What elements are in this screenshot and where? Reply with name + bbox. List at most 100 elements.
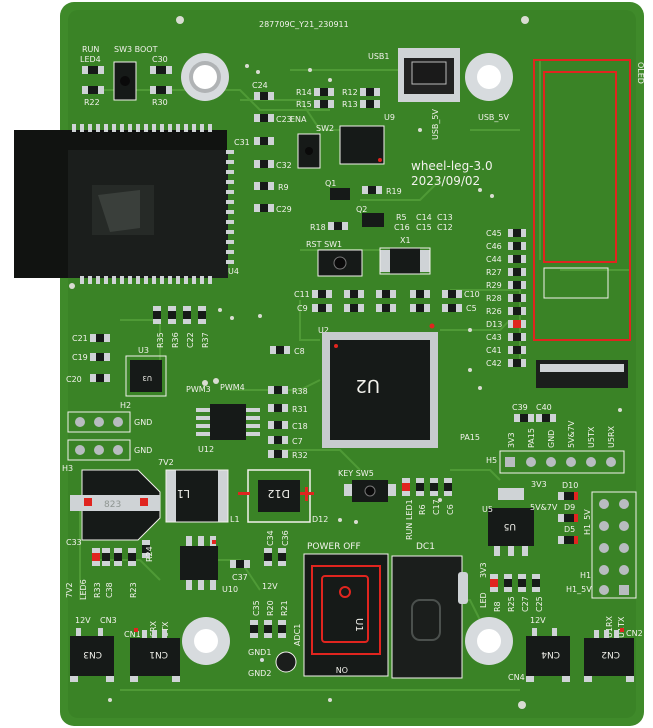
- label-c7: C7: [292, 437, 303, 446]
- label-led4: LED4: [80, 55, 101, 64]
- label-c24: C24: [252, 81, 268, 90]
- x1-crystal: [379, 247, 431, 275]
- label-rst-sw1: RST SW1: [306, 240, 342, 249]
- label-7v2-b: 7V2: [65, 582, 74, 598]
- c8: [270, 346, 290, 354]
- r12: [360, 88, 380, 96]
- svg-text:823: 823: [104, 500, 121, 510]
- label-x1: X1: [400, 236, 411, 245]
- label-c38: C38: [105, 582, 114, 598]
- u4-pins-top: [72, 124, 212, 132]
- label-cn3: CN3: [100, 616, 117, 625]
- label-c14: C14: [416, 213, 432, 222]
- label-h1: H1: [580, 571, 591, 580]
- mounting-hole-bottom-right: [465, 617, 513, 665]
- r30: [150, 86, 172, 94]
- mounting-hole-bottom-left: [182, 617, 230, 665]
- label-u4: U4: [228, 267, 239, 276]
- label-c20: C20: [66, 375, 82, 384]
- label-dc1: DC1: [416, 542, 435, 552]
- label-u9: U9: [384, 113, 395, 122]
- passives-r38-r32: [268, 386, 288, 458]
- svg-text:R26: R26: [486, 307, 502, 316]
- label-c34: C34: [266, 530, 275, 546]
- label-c29: C29: [276, 205, 292, 214]
- label-7v2: 7V2: [158, 458, 174, 467]
- cn3-mark: CN3: [83, 649, 102, 659]
- label-c12: C12: [437, 223, 453, 232]
- label-r32: R32: [292, 451, 308, 460]
- led1-r6-c17-c6: [402, 478, 452, 496]
- c35-r20-r21: [250, 620, 286, 638]
- label-gnd1: GND1: [248, 648, 271, 657]
- c32: [254, 160, 274, 168]
- cn2-mark: CN2: [601, 649, 620, 659]
- label-cn2: CN2: [626, 629, 643, 638]
- u2-mcu: [322, 323, 438, 448]
- label-u5: U5: [482, 505, 493, 514]
- c23: [254, 114, 274, 122]
- label-c39: C39: [512, 403, 528, 412]
- sw2-ena-switch: [297, 133, 321, 169]
- oled-passives: C45 C46 C44 R27 R29 R28 R26 D13 C43 C41 …: [486, 229, 526, 368]
- r22: [82, 86, 104, 94]
- label-c18: C18: [292, 422, 308, 431]
- label-c35: C35: [252, 600, 261, 616]
- board-serial: 287709C_Y21_230911: [259, 20, 349, 29]
- label-c40: C40: [536, 403, 552, 412]
- label-gnd-h3: GND: [134, 446, 152, 455]
- label-cn1: CN1: [124, 630, 141, 639]
- label-h2: H2: [120, 401, 131, 410]
- label-r20: R20: [266, 600, 275, 616]
- c30: [150, 66, 172, 74]
- oled-outline: [533, 59, 631, 341]
- label-r38: R38: [292, 387, 308, 396]
- c37: [230, 560, 250, 568]
- svg-text:C43: C43: [486, 333, 502, 342]
- label-c33: C33: [66, 538, 82, 547]
- mounting-hole-top-left: [181, 53, 229, 101]
- label-usb-5v-vertical: USB_5V: [431, 108, 440, 140]
- label-run-led1: RUN LED1: [405, 499, 414, 540]
- c34-c36: [264, 548, 286, 566]
- svg-text:R28: R28: [486, 294, 502, 303]
- label-c6: C6: [446, 504, 455, 515]
- label-r15: R15: [296, 100, 312, 109]
- label-c21: C21: [72, 334, 88, 343]
- svg-text:C44: C44: [486, 255, 502, 264]
- label-c13: C13: [437, 213, 453, 222]
- c39-c40: [514, 414, 556, 422]
- board-title: wheel-leg-3.0: [411, 159, 493, 173]
- usb1-connector: [398, 48, 460, 102]
- cn1-mark: CN1: [149, 649, 168, 659]
- q1: [330, 188, 350, 200]
- label-r30: R30: [152, 98, 168, 107]
- label-u1rx: U1RX: [605, 615, 614, 638]
- h5-pin-3: GND: [547, 430, 556, 448]
- label-c16: C16: [394, 223, 410, 232]
- label-gnd2: GND2: [248, 669, 271, 678]
- label-led: LED: [479, 592, 488, 608]
- led4: [82, 66, 104, 74]
- label-c23: C23: [276, 115, 292, 124]
- svg-text:C46: C46: [486, 242, 502, 251]
- label-r13: R13: [342, 100, 358, 109]
- diodes-d10-d9-d5: [558, 492, 578, 544]
- led6-r33-c38-r23-r24: [92, 540, 150, 566]
- label-r31: R31: [292, 405, 308, 414]
- label-r6: R6: [418, 504, 427, 515]
- label-c8: C8: [294, 347, 305, 356]
- label-pwm4: PWM4: [220, 383, 245, 392]
- key-sw5-switch: [344, 480, 396, 502]
- caps-c21-c19-c20: [90, 334, 110, 382]
- label-c11: C11: [294, 290, 310, 299]
- label-h5: H5: [486, 456, 497, 465]
- label-r37: R37: [201, 332, 210, 348]
- label-c36: C36: [281, 530, 290, 546]
- u10-chip: [180, 536, 218, 590]
- svg-text:C45: C45: [486, 229, 502, 238]
- label-h1-5v-vertical: H1_5V: [583, 509, 592, 535]
- label-r22: R22: [84, 98, 100, 107]
- svg-text:R27: R27: [486, 268, 502, 277]
